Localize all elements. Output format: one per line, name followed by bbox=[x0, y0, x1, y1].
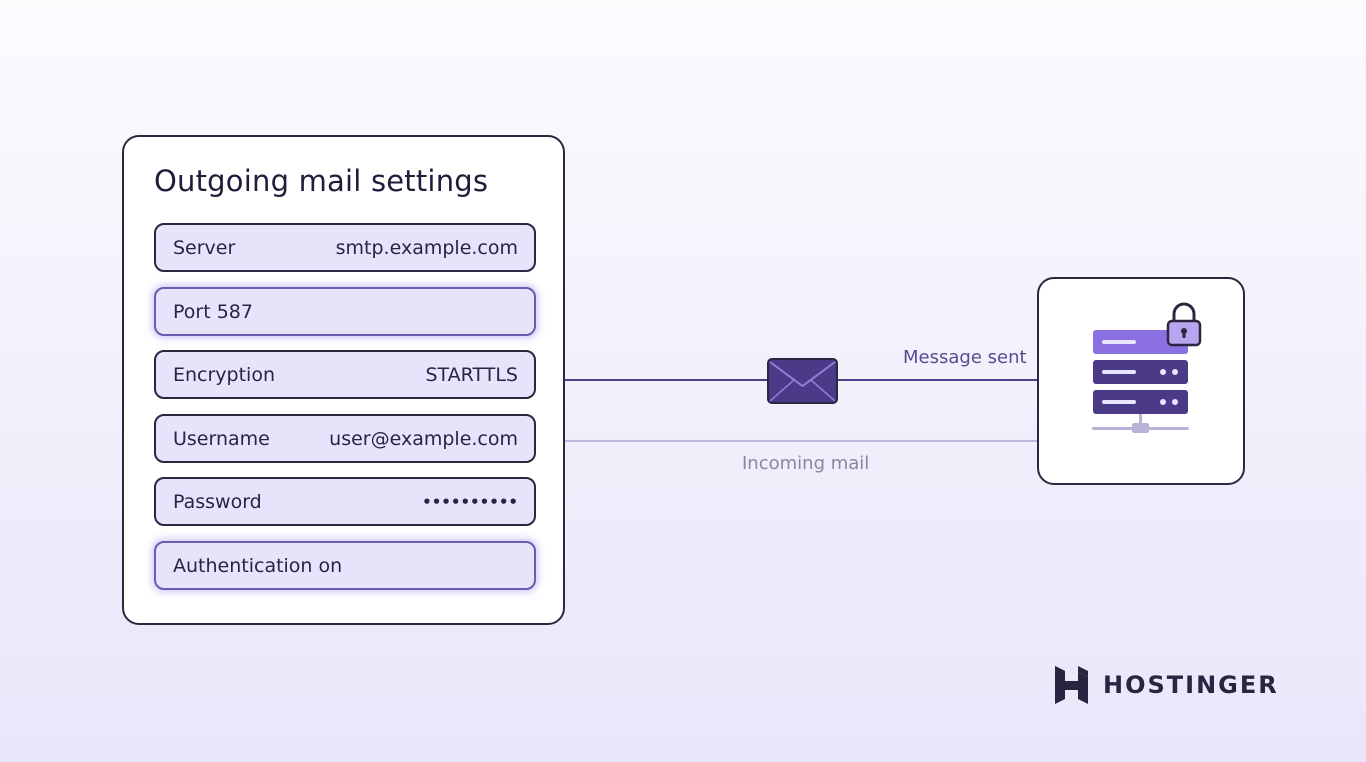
incoming-mail-label: Incoming mail bbox=[742, 453, 870, 474]
server-value: smtp.example.com bbox=[335, 236, 518, 259]
encryption-label: Encryption bbox=[173, 363, 276, 386]
envelope-icon bbox=[767, 358, 838, 404]
lock-icon bbox=[1166, 302, 1202, 347]
brand-name: HOSTINGER bbox=[1103, 671, 1279, 699]
incoming-connector-line bbox=[565, 440, 1038, 442]
username-field[interactable]: Username user@example.com bbox=[154, 414, 536, 463]
encryption-value: STARTTLS bbox=[425, 363, 518, 386]
password-value: •••••••••• bbox=[422, 492, 518, 511]
server-icon bbox=[1092, 302, 1202, 433]
message-sent-label: Message sent bbox=[903, 347, 1027, 368]
username-label: Username bbox=[173, 427, 270, 450]
settings-title: Outgoing mail settings bbox=[154, 164, 489, 198]
authentication-field[interactable]: Authentication on bbox=[154, 541, 536, 590]
hostinger-logo-mark-icon bbox=[1055, 666, 1088, 704]
outgoing-mail-settings-card: Outgoing mail settings Server smtp.examp… bbox=[122, 135, 565, 625]
encryption-field[interactable]: Encryption STARTTLS bbox=[154, 350, 536, 399]
server-field[interactable]: Server smtp.example.com bbox=[154, 223, 536, 272]
hostinger-logo: HOSTINGER bbox=[1053, 664, 1279, 706]
password-label: Password bbox=[173, 490, 262, 513]
server-label: Server bbox=[173, 236, 236, 259]
password-field[interactable]: Password •••••••••• bbox=[154, 477, 536, 526]
port-label: Port 587 bbox=[173, 300, 253, 323]
port-field[interactable]: Port 587 bbox=[154, 287, 536, 336]
authentication-label: Authentication on bbox=[173, 554, 343, 577]
username-value: user@example.com bbox=[329, 427, 518, 450]
